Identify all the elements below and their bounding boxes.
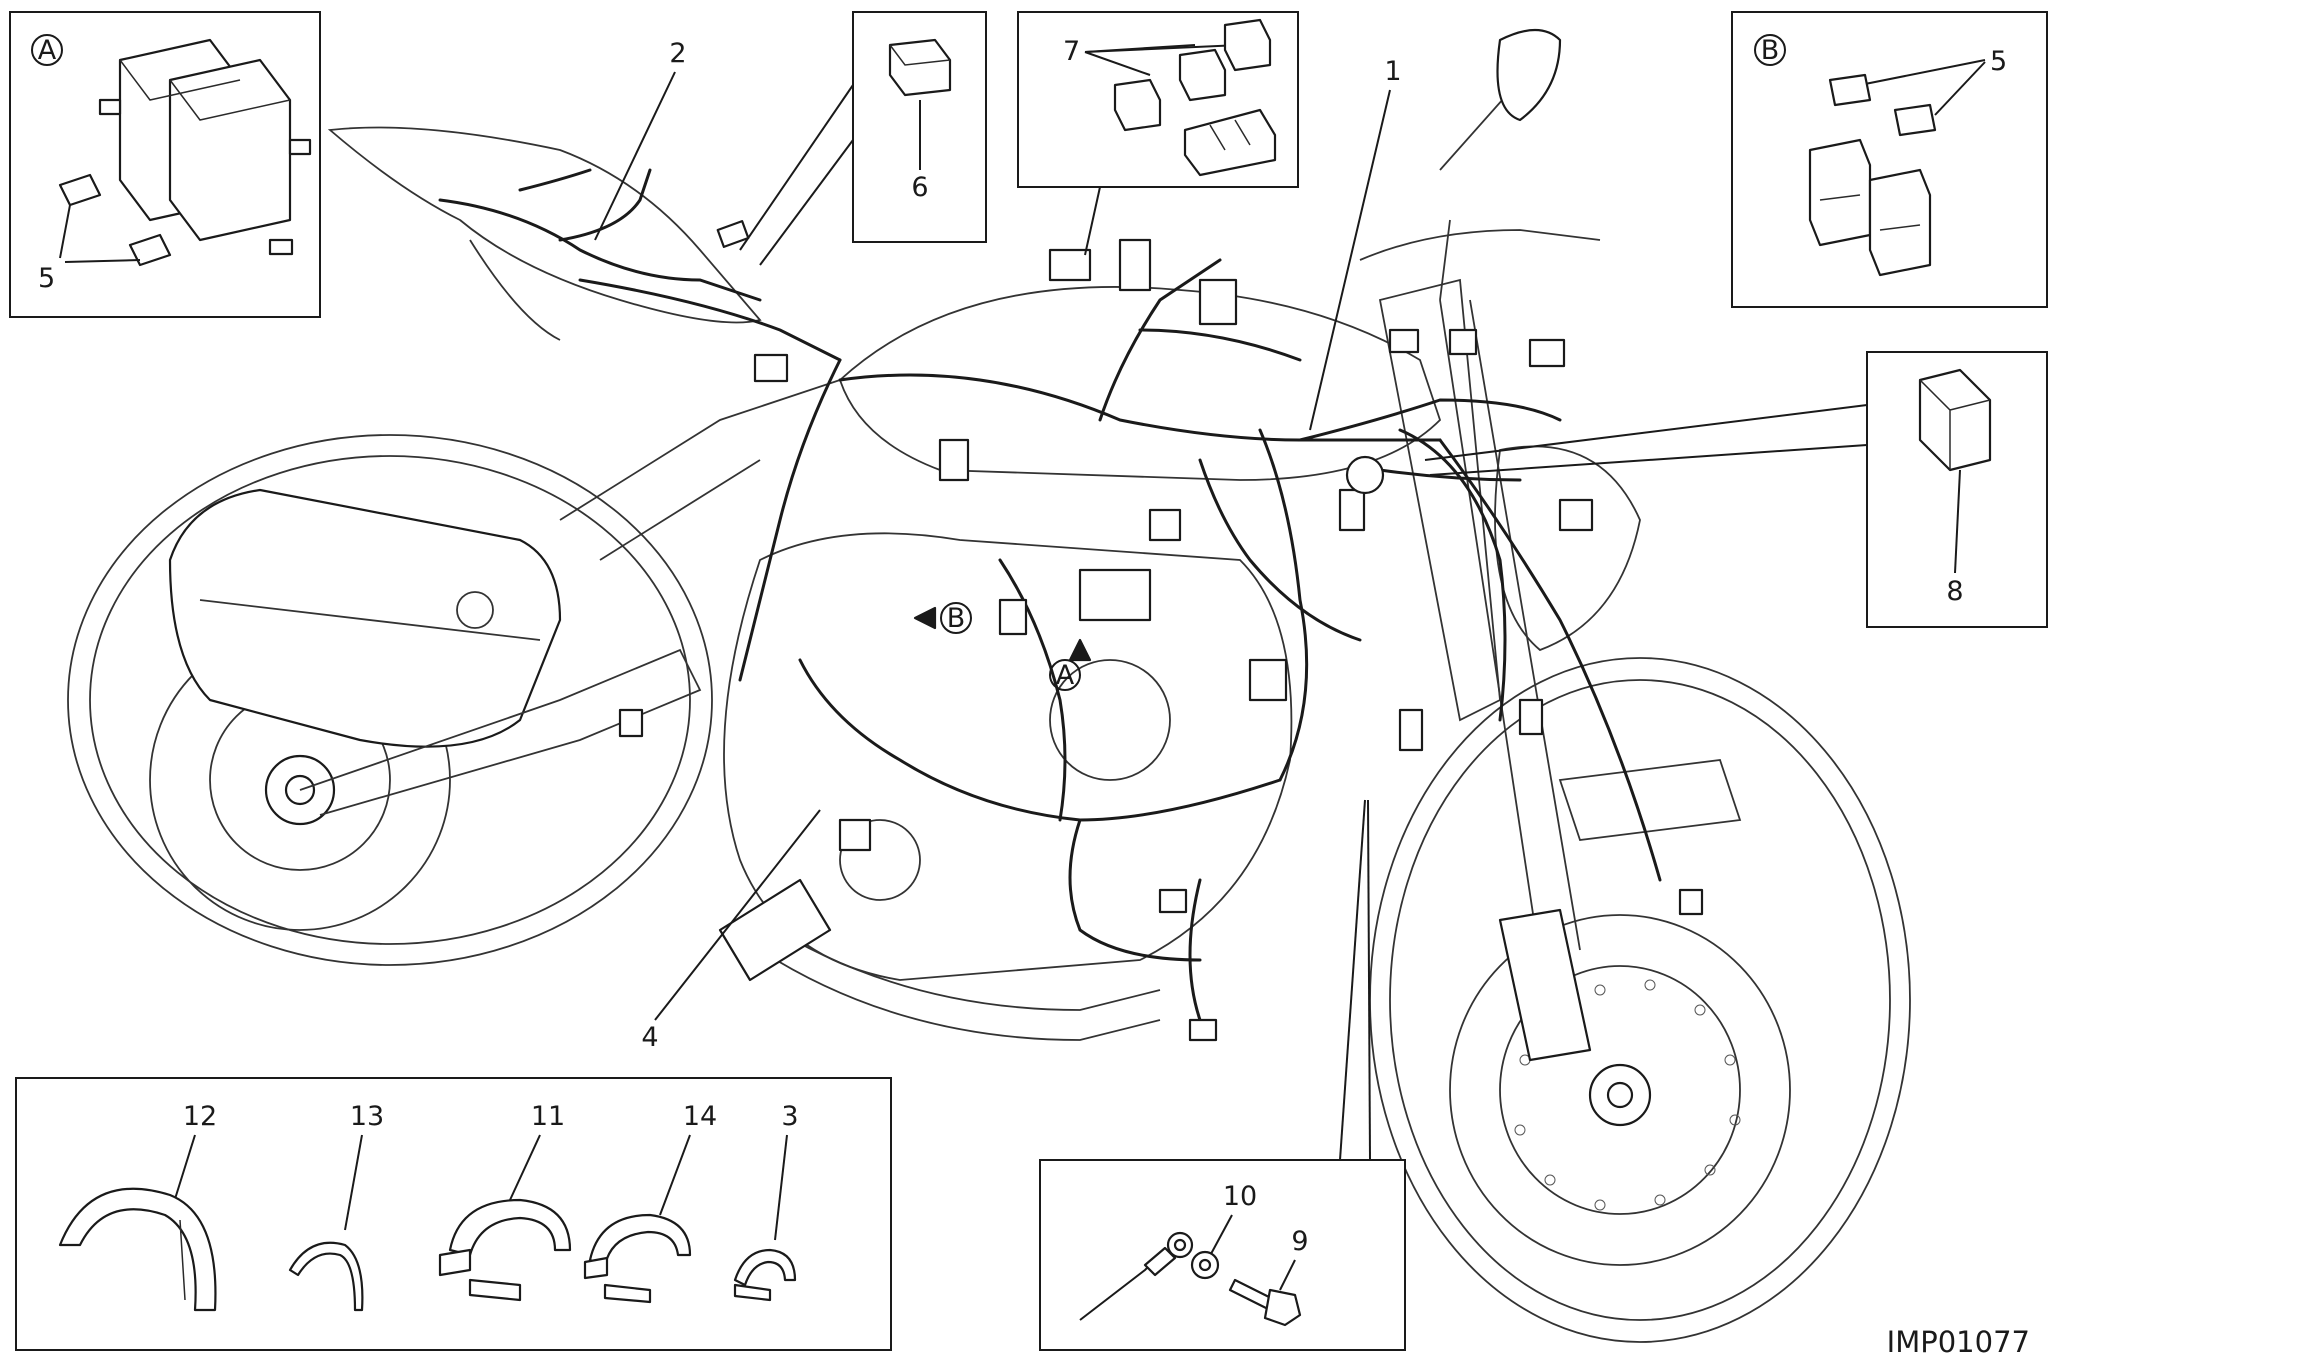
bike-marker-a: A [1049, 638, 1092, 691]
wiring-harness [438, 168, 1662, 1022]
callout-8: 8 [1946, 576, 1963, 607]
callout-9: 9 [1291, 1226, 1308, 1257]
harness-connectors [618, 219, 1704, 1042]
ground-detail-box: 10 9 [1039, 799, 1406, 1351]
bike-marker-b: B [913, 602, 972, 634]
callout-13: 13 [350, 1101, 384, 1132]
detail-box-8: 8 [1424, 351, 2048, 628]
clamps-detail-box: 12 13 11 14 3 [15, 1077, 892, 1351]
callout-7: 7 [1063, 36, 1080, 67]
callout-5-right: 5 [1990, 46, 2007, 77]
detail-a-marker: A [31, 34, 63, 66]
detail-box-7: 7 [1017, 11, 1299, 256]
detail-box-6: 6 [739, 11, 987, 266]
detail-a-marker-text: A [38, 35, 57, 66]
detail-b-marker-text: B [1761, 35, 1780, 66]
callout-5-left: 5 [38, 263, 55, 294]
drawing-code: IMP01077 [1887, 1325, 2030, 1359]
front-wheel [1369, 657, 1911, 1343]
callout-14: 14 [683, 1101, 717, 1132]
detail-b-marker: B [1754, 34, 1786, 66]
main-callouts: 1 2 4 B A [594, 38, 1402, 1053]
callout-10: 10 [1223, 1181, 1257, 1212]
callout-12: 12 [183, 1101, 217, 1132]
detail-box-a: A 5 [9, 11, 321, 318]
fuse-icon [58, 173, 102, 207]
bike-marker-a-text: A [1056, 660, 1075, 691]
callout-11: 11 [531, 1101, 565, 1132]
motorcycle-illustration [67, 29, 1911, 1343]
detail-box-b: B 5 [1731, 11, 2048, 308]
bike-marker-b-text: B [947, 603, 966, 634]
callout-3: 3 [781, 1101, 798, 1132]
callout-2: 2 [669, 38, 686, 69]
callout-6: 6 [911, 172, 928, 203]
callout-1: 1 [1384, 56, 1401, 87]
callout-4: 4 [641, 1022, 658, 1053]
